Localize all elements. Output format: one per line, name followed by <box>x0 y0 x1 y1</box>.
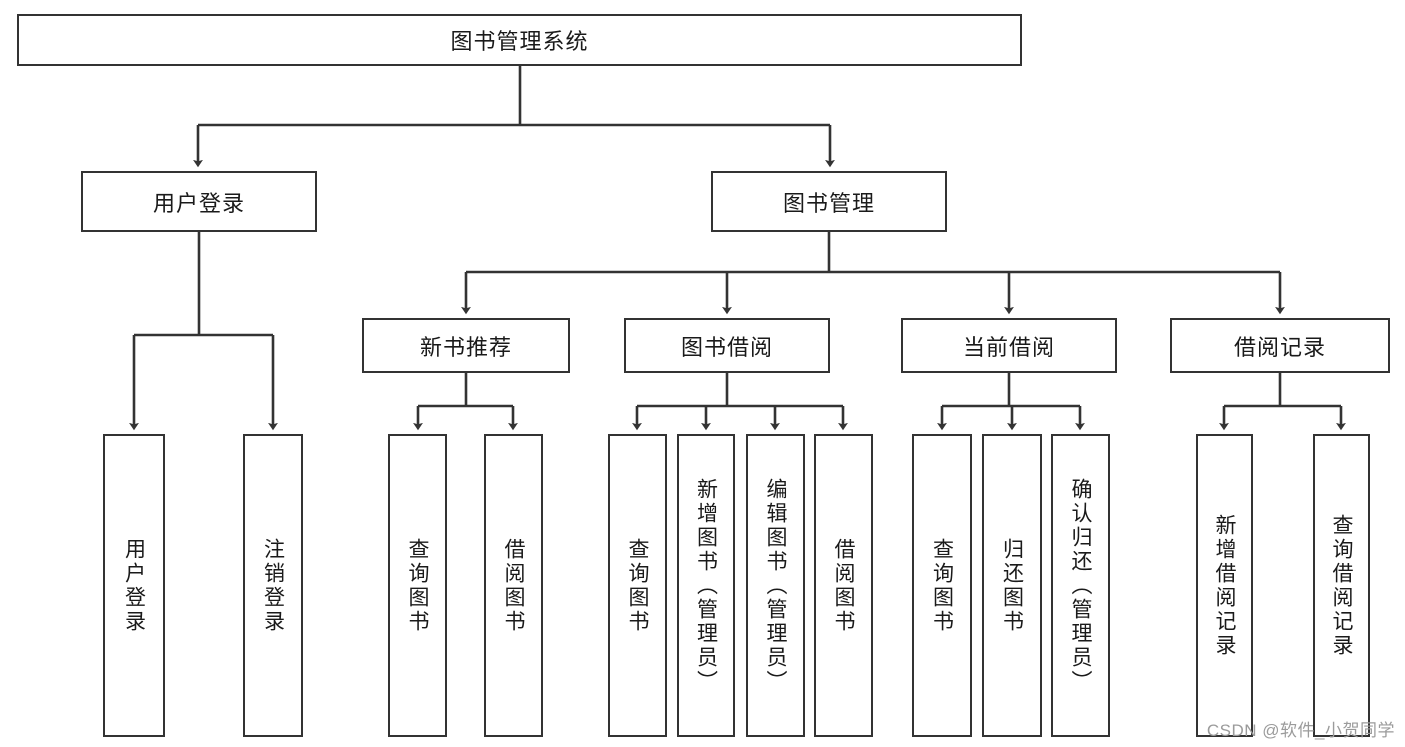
node-book-management[interactable]: 图书管理 <box>711 171 947 232</box>
node-leaf-borrow-book-label: 借阅图书 <box>832 537 855 634</box>
node-leaf-edit-book-admin-label: 编辑图书（管理员） <box>764 477 787 694</box>
node-current-borrow[interactable]: 当前借阅 <box>901 318 1117 373</box>
connector-new-book-recommend-to-leaves <box>413 373 518 431</box>
node-leaf-query-book-rec-label: 查询图书 <box>406 537 429 634</box>
node-user-login-label: 用户登录 <box>152 190 245 216</box>
node-leaf-confirm-return-admin[interactable]: 确认归还（管理员） <box>1051 434 1110 737</box>
node-book-borrow-label: 图书借阅 <box>680 334 773 360</box>
node-book-borrow[interactable]: 图书借阅 <box>624 318 830 373</box>
node-leaf-query-borrow-record[interactable]: 查询借阅记录 <box>1313 434 1370 737</box>
node-borrow-record[interactable]: 借阅记录 <box>1170 318 1390 373</box>
node-leaf-user-login-label: 用户登录 <box>122 537 146 634</box>
node-leaf-add-borrow-record-label: 新增借阅记录 <box>1213 513 1236 658</box>
connector-user-login-to-leaves <box>129 232 278 431</box>
node-new-book-recommend-label: 新书推荐 <box>419 334 512 360</box>
node-leaf-user-logout[interactable]: 注销登录 <box>243 434 303 737</box>
connector-root-to-level2 <box>193 66 835 168</box>
node-leaf-borrow-book[interactable]: 借阅图书 <box>814 434 873 737</box>
node-new-book-recommend[interactable]: 新书推荐 <box>362 318 570 373</box>
node-leaf-add-borrow-record[interactable]: 新增借阅记录 <box>1196 434 1253 737</box>
node-leaf-edit-book-admin[interactable]: 编辑图书（管理员） <box>746 434 805 737</box>
node-user-login[interactable]: 用户登录 <box>81 171 317 232</box>
node-leaf-borrow-book-rec-label: 借阅图书 <box>502 537 525 634</box>
node-root[interactable]: 图书管理系统 <box>17 14 1022 66</box>
node-leaf-query-book-cur[interactable]: 查询图书 <box>912 434 972 737</box>
node-leaf-user-logout-label: 注销登录 <box>261 537 285 634</box>
connector-book-borrow-to-leaves <box>632 373 848 431</box>
node-leaf-add-book-admin[interactable]: 新增图书（管理员） <box>677 434 735 737</box>
node-leaf-query-book[interactable]: 查询图书 <box>608 434 667 737</box>
node-root-label: 图书管理系统 <box>450 29 589 54</box>
node-leaf-return-book-label: 归还图书 <box>1000 537 1024 634</box>
node-leaf-add-book-admin-label: 新增图书（管理员） <box>694 477 718 694</box>
node-leaf-borrow-book-rec[interactable]: 借阅图书 <box>484 434 543 737</box>
node-leaf-query-book-label: 查询图书 <box>626 537 649 634</box>
node-leaf-return-book[interactable]: 归还图书 <box>982 434 1042 737</box>
watermark: CSDN @软件_小贺同学 <box>1206 721 1395 740</box>
node-leaf-query-book-rec[interactable]: 查询图书 <box>388 434 447 737</box>
node-leaf-confirm-return-admin-label: 确认归还（管理员） <box>1069 477 1092 694</box>
connector-book-management-to-level3 <box>461 232 1285 315</box>
node-book-management-label: 图书管理 <box>782 190 875 216</box>
node-current-borrow-label: 当前借阅 <box>962 334 1055 360</box>
node-leaf-query-borrow-record-label: 查询借阅记录 <box>1330 513 1353 658</box>
node-borrow-record-label: 借阅记录 <box>1233 334 1326 360</box>
connector-current-borrow-to-leaves <box>937 373 1085 431</box>
connector-borrow-record-to-leaves <box>1219 373 1346 431</box>
node-leaf-user-login[interactable]: 用户登录 <box>103 434 165 737</box>
node-leaf-query-book-cur-label: 查询图书 <box>930 537 954 634</box>
